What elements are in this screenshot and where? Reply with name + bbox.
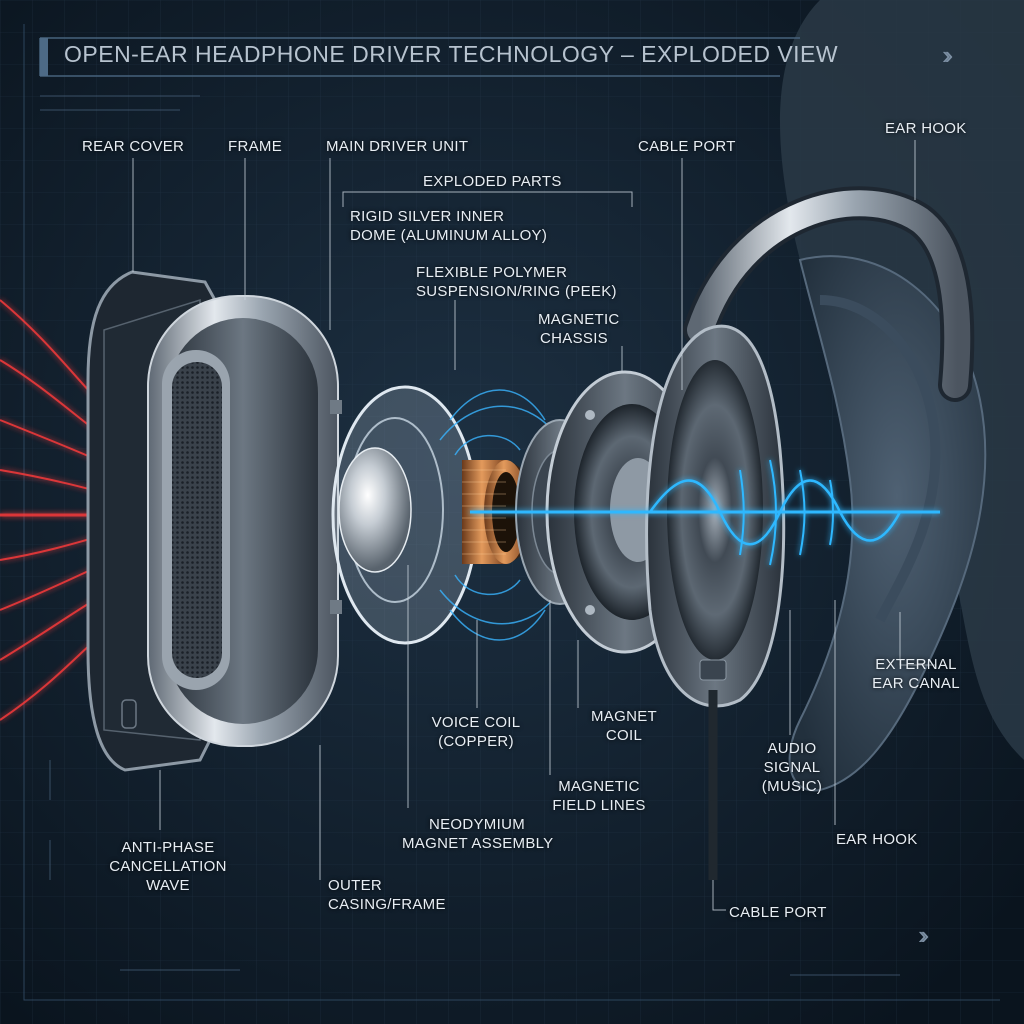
inner-dome-label: RIGID SILVER INNER DOME (ALUMINUM ALLOY) [350,208,548,244]
magnetic-chassis-label: MAGNETIC CHASSIS [538,311,620,347]
ear-hook-top-label: EAR HOOK [885,120,967,137]
magnet-coil-label: MAGNET COIL [591,708,657,744]
main-driver-unit-label: MAIN DRIVER UNIT [326,138,469,155]
external-ear-canal-label: EXTERNAL EAR CANAL [872,656,960,692]
neodymium-magnet-label: NEODYMIUM MAGNET ASSEMBLY [402,816,554,852]
frame-label: FRAME [228,138,282,155]
audio-signal-label: AUDIO SIGNAL (MUSIC) [761,740,823,795]
voice-coil-label: VOICE COIL (COPPER) [431,714,521,750]
double-chevron-right-icon: ›› [942,40,954,70]
ear-hook-part [683,186,975,402]
cable-port-top-label: CABLE PORT [638,138,736,155]
cable-port-bottom-label: CABLE PORT [729,904,827,921]
exploded-parts-label: EXPLODED PARTS [423,173,562,190]
audio-signal-wave [469,459,940,566]
frame-part [147,295,342,747]
ear-shape [788,255,987,792]
magnetic-field-lines-label: MAGNETIC FIELD LINES [552,778,646,814]
diagram-title: OPEN-EAR HEADPHONE DRIVER TECHNOLOGY – E… [64,41,839,67]
double-chevron-right-icon: ›› [918,920,930,950]
ear-hook-bottom-label: EAR HOOK [836,831,918,848]
inner-dome-part [338,447,412,573]
earbud-body-part [645,324,786,880]
outer-casing-label: OUTER CASING/FRAME [328,877,446,913]
anti-phase-wave-label: ANTI-PHASE CANCELLATION WAVE [109,839,227,894]
suspension-ring-label: FLEXIBLE POLYMER SUSPENSION/RING (PEEK) [416,264,617,300]
rear-cover-label: REAR COVER [82,138,185,155]
